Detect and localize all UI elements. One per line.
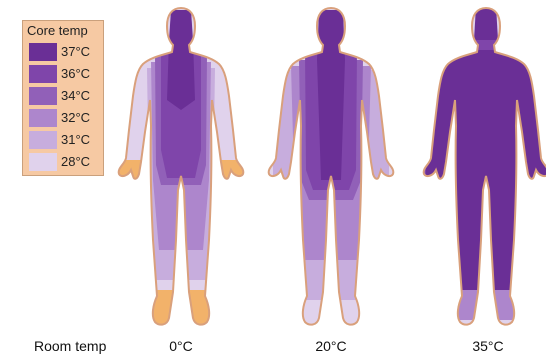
legend-title: Core temp — [27, 23, 88, 38]
room-temp-0: 0°C — [169, 338, 193, 354]
layer-28-feet — [416, 320, 546, 340]
figure-20c — [269, 8, 394, 325]
legend-label: 36°C — [61, 65, 90, 83]
legend-entry: 28°C — [29, 153, 97, 171]
figure-35c — [416, 6, 546, 340]
figure-0c — [111, 8, 251, 330]
legend-swatch — [29, 87, 57, 105]
room-temp-35: 35°C — [472, 338, 503, 354]
cold-hand-right — [221, 160, 251, 184]
layer-37 — [167, 10, 195, 110]
legend-swatch — [29, 65, 57, 83]
legend-swatch — [29, 153, 57, 171]
legend-entry: 37°C — [29, 43, 97, 61]
legend-label: 31°C — [61, 131, 90, 149]
legend-entry: 31°C — [29, 131, 97, 149]
legend-label: 28°C — [61, 153, 90, 171]
layer-31-feet — [416, 290, 546, 340]
layer-37 — [317, 10, 345, 180]
legend-swatch — [29, 43, 57, 61]
legend: Core temp 37°C 36°C 34°C 32°C 31°C 28°C — [22, 20, 104, 176]
legend-label: 37°C — [61, 43, 90, 61]
legend-swatch — [29, 109, 57, 127]
room-temp-label: Room temp — [34, 338, 106, 354]
legend-label: 32°C — [61, 109, 90, 127]
legend-swatch — [29, 131, 57, 149]
legend-entry: 36°C — [29, 65, 97, 83]
legend-entry: 32°C — [29, 109, 97, 127]
cold-hand-left — [111, 160, 141, 184]
legend-entry: 34°C — [29, 87, 97, 105]
room-temp-20: 20°C — [315, 338, 346, 354]
legend-label: 34°C — [61, 87, 90, 105]
